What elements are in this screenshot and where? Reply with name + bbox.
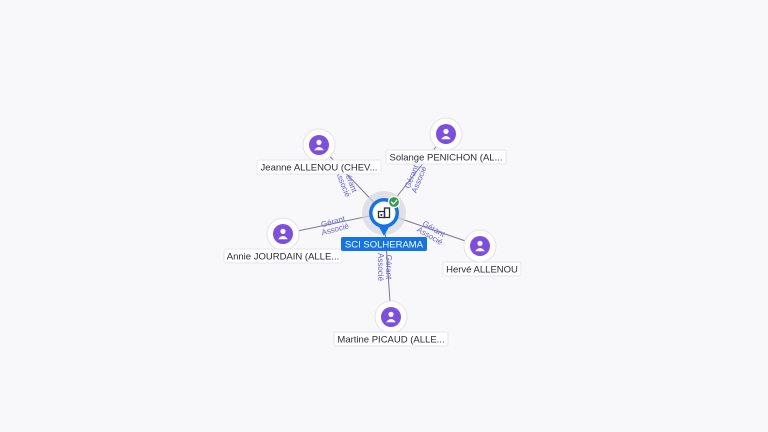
person-icon	[441, 128, 451, 140]
edge-label-role-2: Associé	[376, 253, 385, 282]
person-node[interactable]: Hervé ALLENOU	[442, 229, 522, 277]
building-icon	[377, 207, 391, 219]
person-node[interactable]: Solange PENICHON (AL...	[385, 117, 507, 165]
person-node-circle	[436, 124, 456, 144]
person-name: Jeanne ALLENOU (CHEV...	[261, 162, 378, 173]
nodes-layer: Jeanne ALLENOU (CHEV... Solange PENICHON …	[223, 117, 522, 347]
edge-label-role: Gérant	[384, 255, 393, 280]
company-node-pointer	[378, 225, 390, 236]
person-name-label[interactable]: Martine PICAUD (ALLE...	[333, 331, 449, 347]
person-name-label[interactable]: Jeanne ALLENOU (CHEV...	[256, 159, 382, 175]
company-name: SCI SOLHERAMA	[345, 239, 424, 250]
person-node-circle	[381, 307, 401, 327]
person-name-label[interactable]: Hervé ALLENOU	[442, 261, 522, 277]
person-node-circle	[273, 224, 293, 244]
person-icon	[386, 311, 396, 323]
person-node[interactable]: Jeanne ALLENOU (CHEV...	[256, 128, 382, 175]
company-name-label[interactable]: SCI SOLHERAMA	[341, 237, 427, 251]
check-badge-icon	[387, 195, 401, 209]
person-name-label[interactable]: Solange PENICHON (AL...	[385, 149, 507, 165]
person-name: Annie JOURDAIN (ALLE...	[227, 251, 339, 262]
person-name: Solange PENICHON (AL...	[390, 152, 503, 163]
person-name: Hervé ALLENOU	[446, 264, 518, 275]
person-node-circle	[309, 135, 329, 155]
person-icon	[278, 228, 288, 240]
company-node[interactable]: SCI SOLHERAMA	[341, 191, 427, 251]
person-node[interactable]: Martine PICAUD (ALLE...	[333, 300, 449, 347]
person-icon	[314, 139, 324, 151]
person-icon	[475, 240, 485, 252]
person-node[interactable]: Annie JOURDAIN (ALLE...	[223, 217, 343, 264]
person-name-label[interactable]: Annie JOURDAIN (ALLE...	[223, 248, 343, 264]
person-node-circle	[470, 236, 490, 256]
person-name: Martine PICAUD (ALLE...	[337, 334, 444, 345]
